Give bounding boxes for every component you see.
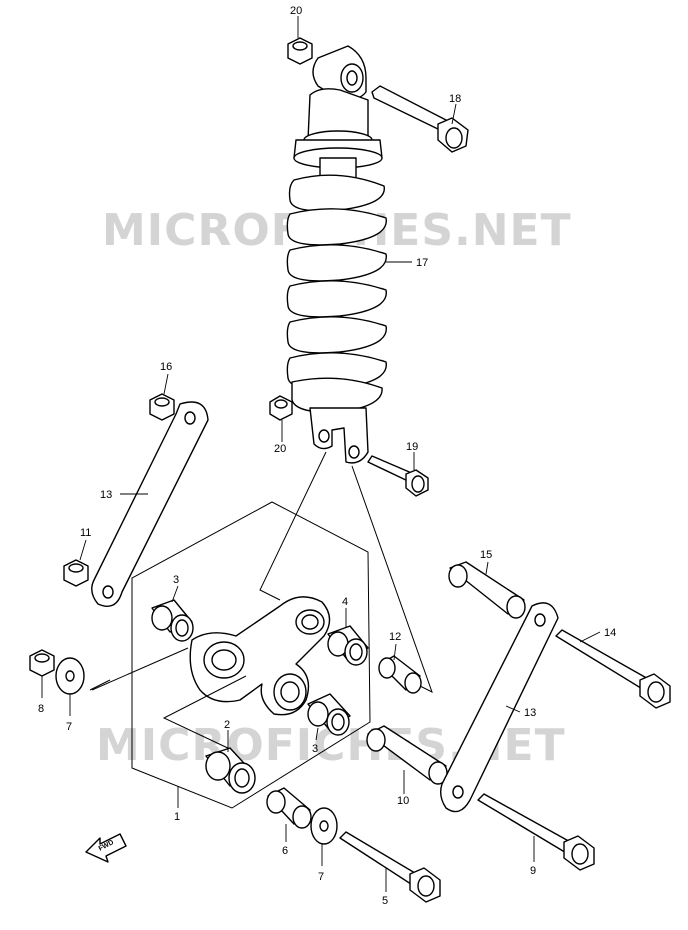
callout-12: 12	[389, 631, 401, 643]
bolt-19	[367, 455, 429, 497]
spacer-15	[448, 561, 526, 619]
callout-3-lower: 3	[312, 743, 318, 755]
callout-13-right: 13	[524, 707, 536, 719]
callout-3-upper: 3	[173, 574, 179, 586]
callout-2: 2	[224, 719, 230, 731]
callout-20-lower: 20	[274, 443, 286, 455]
callout-18: 18	[449, 93, 461, 105]
spacer-6	[266, 787, 312, 829]
shock-absorber	[286, 45, 387, 464]
nut-16	[149, 393, 175, 421]
callout-9: 9	[530, 865, 536, 877]
callout-15: 15	[480, 549, 492, 561]
rod-13-right	[439, 602, 559, 813]
bearing-3-lower	[307, 693, 351, 736]
callout-7-left: 7	[66, 721, 72, 733]
fwd-arrow-icon: FWD	[85, 833, 127, 863]
callout-19: 19	[406, 441, 418, 453]
nut-11	[63, 559, 89, 587]
callout-5: 5	[382, 895, 388, 907]
callout-11: 11	[80, 527, 91, 539]
bearing-2	[205, 747, 256, 794]
callout-7-lower: 7	[318, 871, 324, 883]
nut-20-lower	[269, 395, 293, 421]
nut-20-top	[287, 37, 313, 65]
bearing-3-upper	[151, 599, 194, 642]
assembly-boundary	[131, 501, 371, 809]
bolt-18	[371, 85, 469, 153]
callout-1: 1	[174, 811, 180, 823]
washer-7-left	[55, 657, 85, 695]
callout-20-top: 20	[290, 5, 302, 17]
cushion-lever	[189, 596, 331, 716]
bolt-14	[555, 629, 671, 709]
callout-4: 4	[342, 596, 348, 608]
callout-16: 16	[160, 361, 172, 373]
spacer-10	[366, 725, 448, 785]
callout-14: 14	[604, 627, 616, 639]
nut-8	[29, 649, 55, 677]
callout-10: 10	[397, 795, 409, 807]
callout-17: 17	[416, 257, 428, 269]
washer-7-lower	[310, 807, 338, 845]
spacer-12	[378, 655, 422, 694]
callout-6: 6	[282, 845, 288, 857]
callout-8: 8	[38, 703, 44, 715]
bolt-9	[477, 793, 595, 871]
bearing-4	[327, 625, 369, 666]
rod-13-left	[91, 401, 209, 607]
bolt-5	[339, 831, 441, 903]
callout-13-left: 13	[100, 489, 112, 501]
